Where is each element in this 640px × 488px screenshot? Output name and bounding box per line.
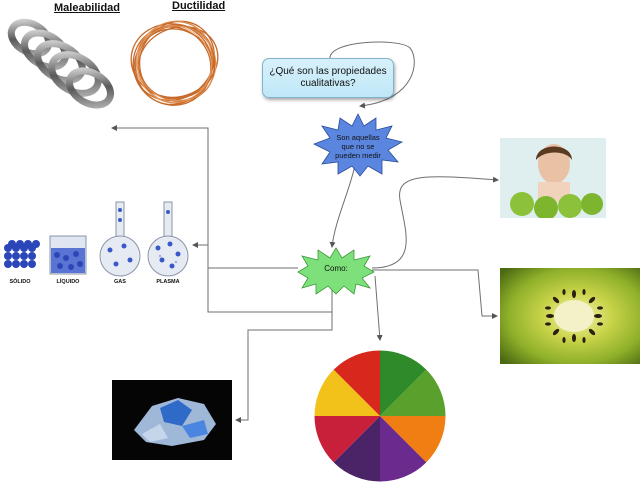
arrow-to-states — [192, 242, 209, 268]
state-label-solid: SÓLIDO — [9, 279, 31, 285]
arrow-to-color-wheel — [374, 275, 383, 341]
crystal-photo — [112, 380, 232, 460]
center-burst-shape — [297, 247, 375, 295]
arrow-answer-to-center — [329, 164, 356, 248]
arrow-to-crystal — [235, 312, 333, 423]
plasma-flask — [147, 201, 189, 277]
food-color-wheel — [313, 349, 447, 483]
arrow-to-malleability — [111, 125, 298, 269]
arrow-to-smell — [371, 176, 499, 269]
malleability-label: Maleabilidad — [54, 2, 121, 14]
state-label-plasma: PLASMA — [156, 279, 180, 285]
smell-photo — [500, 138, 606, 218]
solid-cube — [4, 240, 40, 268]
arrow-to-kiwi — [372, 269, 498, 319]
metal-spring-image — [7, 18, 114, 109]
ductility-label: Ductilidad — [172, 0, 226, 12]
liquid-beaker — [49, 235, 87, 275]
states-of-matter-image — [4, 201, 189, 277]
state-label-liquid: LÍQUIDO — [56, 279, 80, 285]
gas-flask — [99, 201, 141, 277]
question-text: ¿Qué son las propiedades cualitativas? — [269, 66, 387, 89]
answer-burst-text: Son aquellas que no se pueden medir — [335, 133, 381, 160]
question-box: ¿Qué son las propiedades cualitativas? — [262, 58, 394, 98]
center-burst-text: Como: — [324, 264, 348, 273]
kiwi-photo — [500, 268, 640, 364]
arrow-question-to-answer — [329, 41, 415, 109]
answer-burst-shape — [313, 113, 404, 177]
state-label-gas: GAS — [114, 279, 126, 285]
copper-wire-image — [130, 20, 219, 106]
branch-line — [207, 268, 333, 313]
